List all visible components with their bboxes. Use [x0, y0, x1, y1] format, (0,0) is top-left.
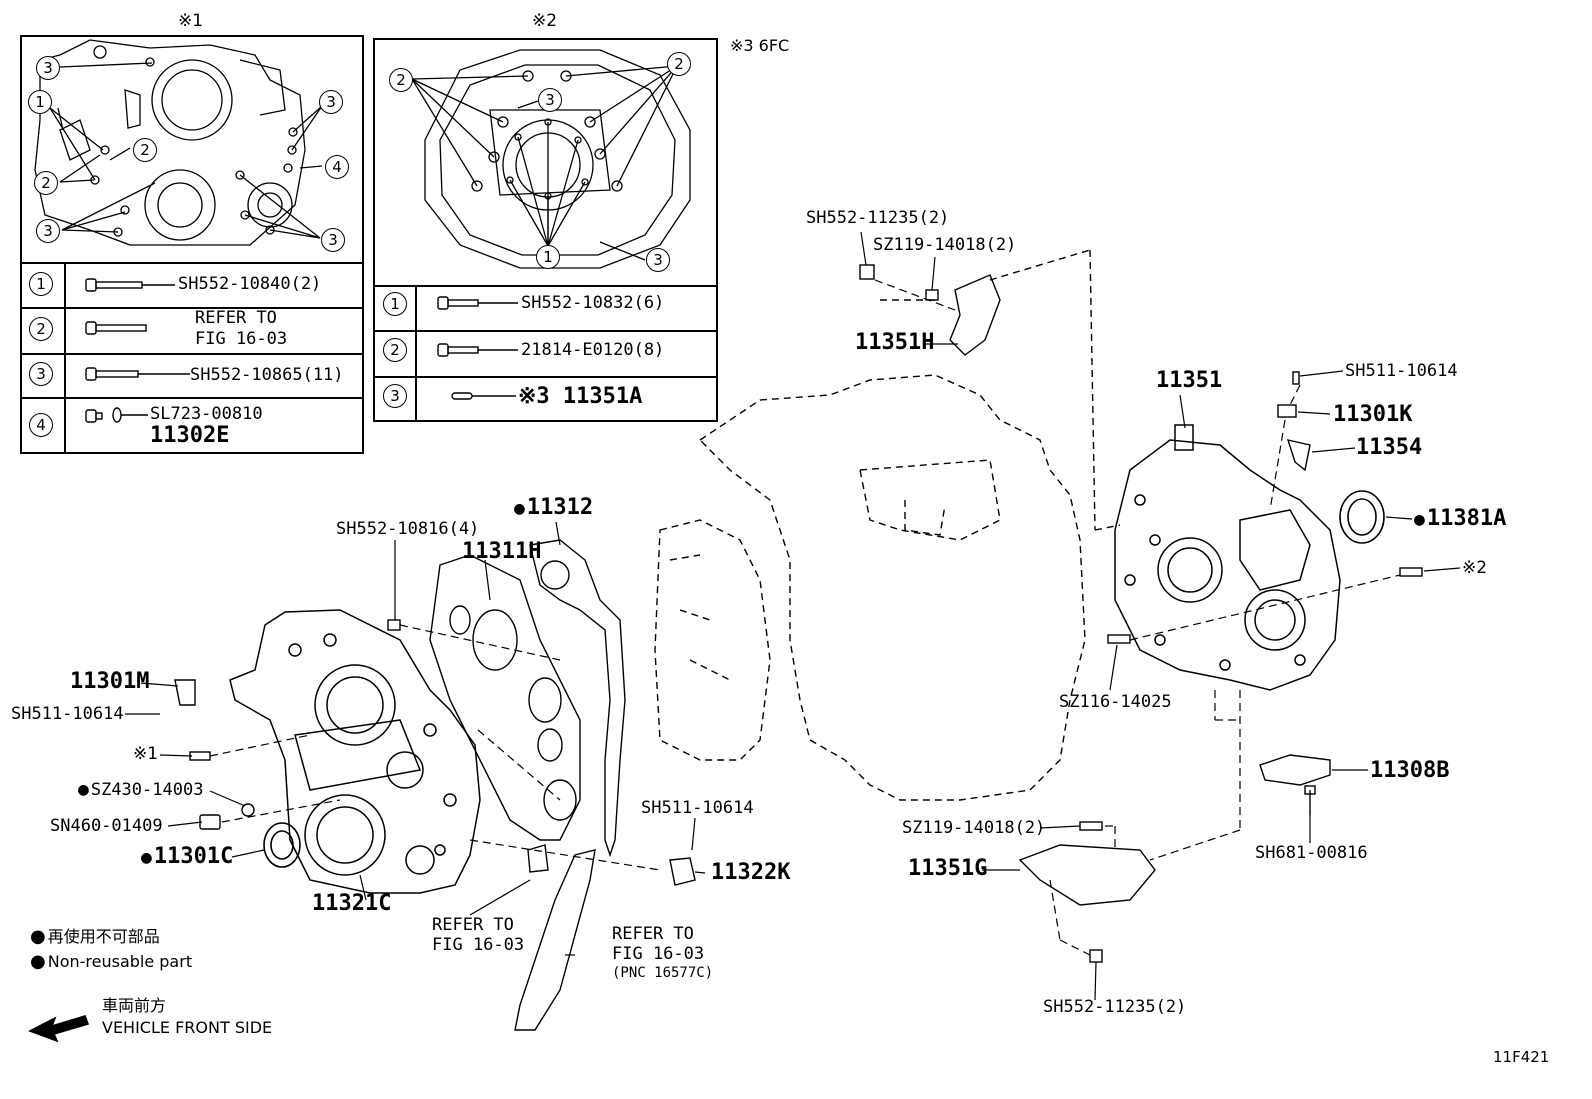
table1-num-2: 2	[29, 317, 53, 341]
legend-nonreusable-jp: 再使用不可部品	[30, 928, 160, 946]
table1-num-1: 1	[29, 272, 53, 296]
inset1-callout-3a: 3	[36, 56, 60, 80]
inset2-table	[373, 38, 718, 422]
label-refer-fig-b-line2: FIG 16-03	[612, 944, 705, 964]
inset1-callout-3c: 3	[319, 90, 343, 114]
figure-id: 11F421	[1493, 1048, 1550, 1066]
label-sh511-10614-right: SH511-10614	[1345, 361, 1458, 381]
inset2-callout-1: 1	[536, 245, 560, 269]
label-11381a: 11381A	[1414, 508, 1506, 530]
label-11351h: 11351H	[855, 330, 935, 355]
inset1-callout-3d: 3	[321, 228, 345, 252]
table1-row4-part: SL723-00810	[150, 404, 263, 424]
label-ref2-bolt: ※2	[1462, 558, 1488, 578]
inset2-callout-2b: 2	[667, 52, 691, 76]
label-sh552-10816: SH552-10816(4)	[336, 519, 480, 539]
inset2-callout-2a: 2	[389, 68, 413, 92]
label-11351g: 11351G	[908, 856, 988, 881]
label-sh511-10614-left: SH511-10614	[11, 704, 124, 724]
vehicle-front-arrow	[28, 1015, 90, 1043]
inset1-callout-4: 4	[325, 155, 349, 179]
table1-row2-ref: REFER TO FIG 16-03	[195, 308, 288, 349]
legend-front-en: VEHICLE FRONT SIDE	[102, 1018, 273, 1037]
label-sz119-14018-bottom: SZ119-14018(2)	[902, 818, 1046, 838]
label-sz116-14025: SZ116-14025	[1059, 692, 1172, 712]
oil-seal-11301c	[263, 822, 301, 868]
label-11301m: 11301M	[70, 669, 150, 694]
label-sh552-11235-top: SH552-11235(2)	[806, 208, 950, 228]
inset2-callout-3a: 3	[538, 88, 562, 112]
label-sh511-10614-center: SH511-10614	[641, 798, 754, 818]
label-refer-fig-a-line1: REFER TO	[432, 915, 514, 935]
legend-front-jp: 車両前方	[102, 996, 167, 1015]
small-parts	[174, 264, 1423, 1031]
table1-num-4: 4	[29, 413, 53, 437]
inset1-drawing	[34, 39, 323, 246]
label-refer-fig-b-line1: REFER TO	[612, 924, 694, 944]
label-11354: 11354	[1356, 435, 1423, 460]
label-sn460-01409: SN460-01409	[50, 816, 163, 836]
label-11301k: 11301K	[1333, 402, 1413, 427]
label-11308b: 11308B	[1370, 758, 1450, 783]
gasket-11312	[529, 539, 626, 858]
assembly-dashes	[209, 279, 1401, 956]
table2-row1-part: SH552-10832(6)	[521, 293, 665, 313]
inset1-ref-mark: ※1	[178, 11, 204, 31]
label-ref1-bolt: ※1	[133, 744, 159, 764]
label-refer-fig-a-line2: FIG 16-03	[432, 935, 525, 955]
inset1-callout-1: 1	[28, 90, 52, 114]
label-11312: 11312	[514, 497, 593, 519]
label-11311h: 11311H	[462, 539, 542, 564]
table1-row4-part2: 11302E	[150, 423, 230, 448]
table2-num-2: 2	[383, 338, 407, 362]
gasket-11311h	[429, 554, 581, 841]
inset1-callout-2b: 2	[34, 171, 58, 195]
inset1-callout-2a: 2	[133, 138, 157, 162]
label-sh552-11235-bottom: SH552-11235(2)	[1043, 997, 1187, 1017]
inset1-callout-3b: 3	[36, 219, 60, 243]
inset2-ref-mark: ※2	[532, 11, 558, 31]
table1-row1-part: SH552-10840(2)	[178, 274, 322, 294]
legend-nonreusable-en: Non-reusable part	[30, 953, 192, 971]
table1-num-3: 3	[29, 362, 53, 386]
oil-seal-11381a	[1339, 490, 1385, 544]
table2-row2-part: 21814-E0120(8)	[521, 340, 665, 360]
flywheel-housing-11351	[1114, 424, 1341, 691]
table2-num-1: 1	[383, 292, 407, 316]
table2-num-3: 3	[383, 384, 407, 408]
table2-row3-part: ※3 11351A	[518, 384, 643, 409]
leader-lines	[125, 231, 1461, 1001]
label-sz119-14018-top: SZ119-14018(2)	[873, 235, 1017, 255]
ref3-note: ※3 6FC	[730, 36, 790, 55]
label-11301c: 11301C	[141, 846, 233, 868]
inset2-drawing	[411, 49, 691, 269]
inset2-callout-3b: 3	[646, 248, 670, 272]
label-sh681-00816: SH681-00816	[1255, 843, 1368, 863]
label-sz430-14003: SZ430-14003	[78, 781, 204, 799]
label-refer-fig-b-line3: (PNC 16577C)	[612, 965, 714, 981]
label-11321c: 11321C	[312, 891, 392, 916]
inset1-table	[20, 35, 364, 454]
label-11351: 11351	[1156, 368, 1223, 393]
table1-fastener-icons	[85, 278, 190, 423]
table1-row3-part: SH552-10865(11)	[190, 365, 344, 385]
timing-cover-11321c	[229, 609, 481, 894]
label-11322k: 11322K	[711, 860, 791, 885]
table2-fastener-icons	[437, 296, 518, 400]
